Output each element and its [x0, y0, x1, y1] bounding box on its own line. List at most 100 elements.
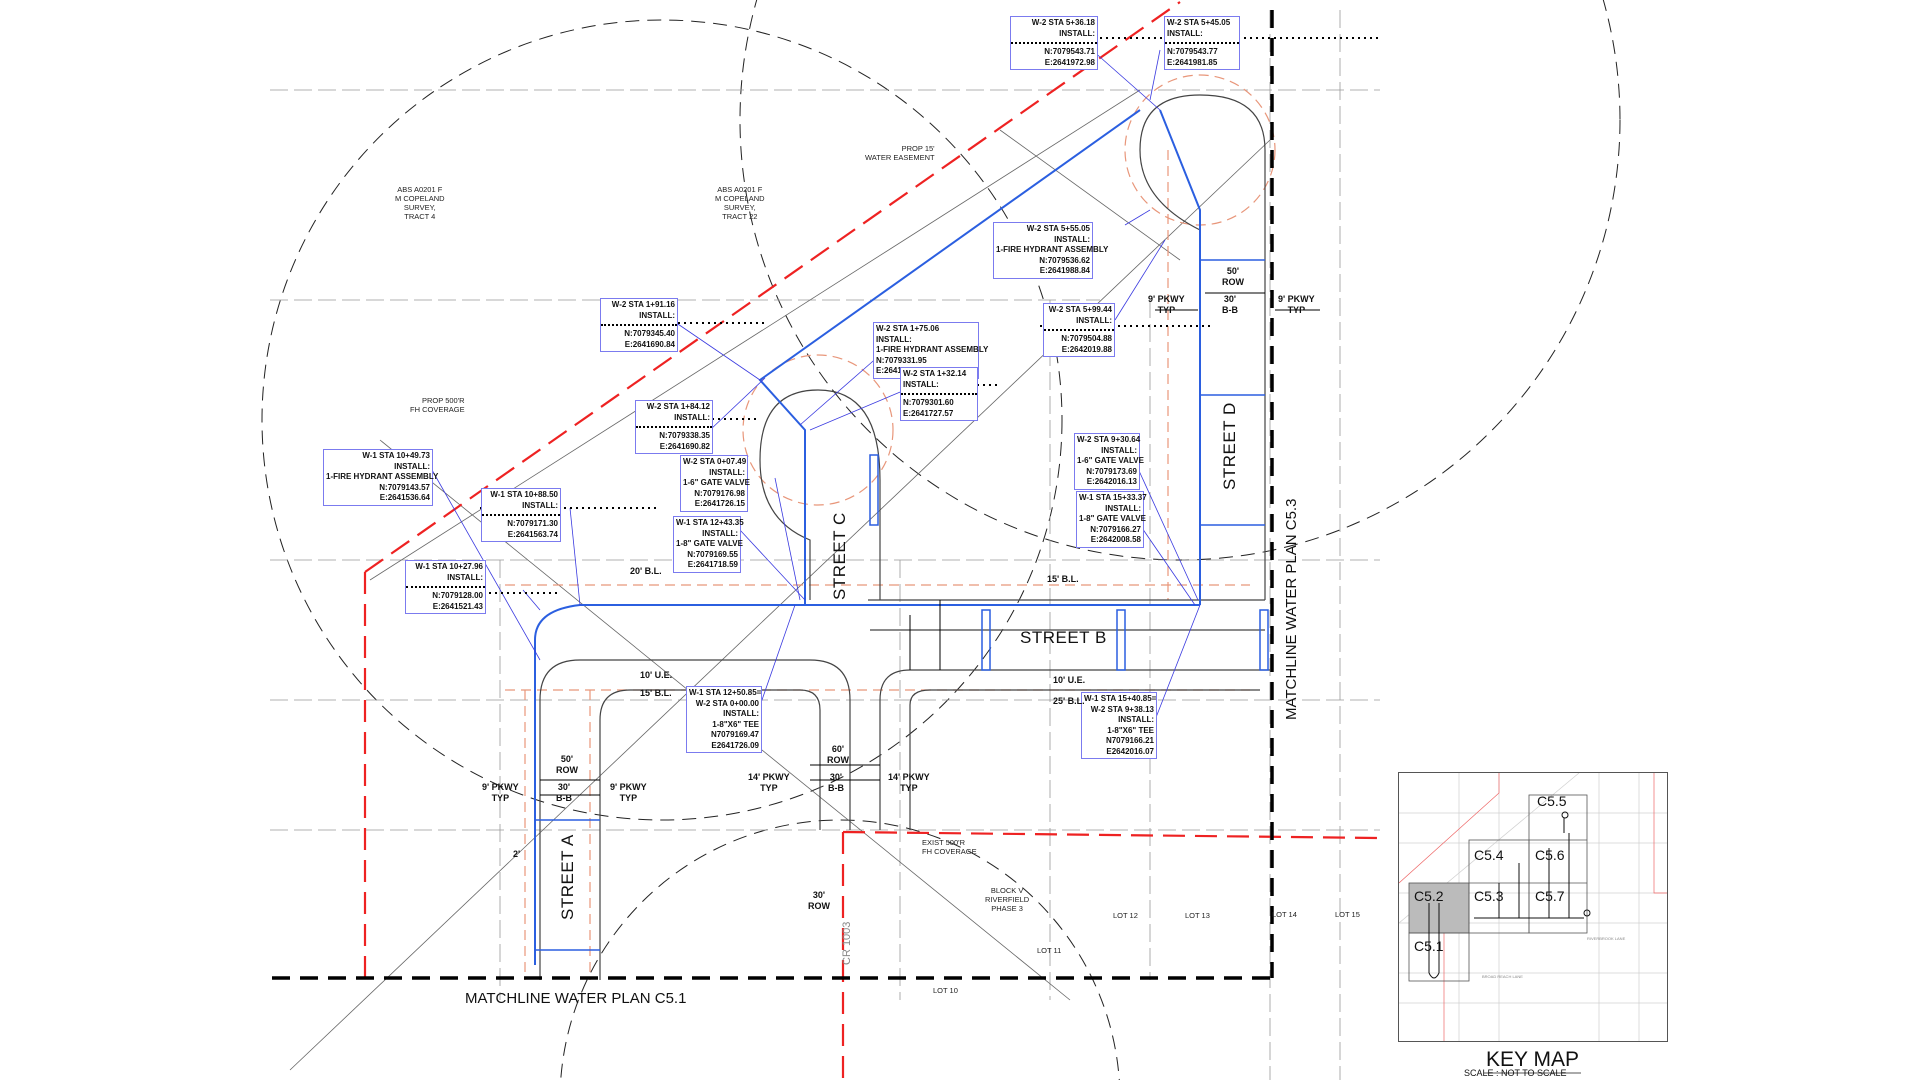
callout-w2-536: W-2 STA 5+36.18 INSTALL: N:7079543.71 E:…: [1010, 16, 1098, 70]
callout-station: W-2 STA 5+36.18: [1031, 18, 1095, 27]
callout-install: INSTALL:: [1054, 234, 1090, 244]
callout-station: W-2 STA 9+30.64: [1077, 435, 1141, 444]
callout-easting: E:2641972.98: [1044, 57, 1095, 67]
callout-northing: N:7079128.00: [432, 591, 483, 600]
lot-15-label: LOT 15: [1335, 910, 1360, 919]
dim-line: 9' PKWY: [482, 782, 519, 792]
callout-item: 1-6" GATE VALVE: [683, 478, 750, 487]
abs-line: ABS A0201 F: [397, 185, 443, 194]
callout-station: W-2 STA 1+91.16: [611, 300, 675, 309]
street-a-label: STREET A: [558, 834, 577, 920]
label-line: BLOCK V: [990, 886, 1024, 895]
dim-line: 30': [1223, 294, 1237, 304]
key-map-sheet-c5-4: C5.4: [1474, 847, 1504, 863]
dim-line: 30': [812, 890, 826, 900]
callout-w2-930: W-2 STA 9+30.64 INSTALL: 1-6" GATE VALVE…: [1074, 433, 1144, 490]
pkwy-9-left-a: 9' PKWY TYP: [482, 782, 519, 804]
callout-w1-1049: W-1 STA 10+49.73 INSTALL: 1-FIRE HYDRANT…: [323, 449, 438, 506]
callout-w2-132: W-2 STA 1+32.14 INSTALL: N:7079301.60 E:…: [900, 367, 978, 421]
dim-line: ROW: [556, 765, 578, 775]
callout-install: INSTALL:: [1105, 503, 1141, 513]
label-line: RIVERFIELD: [985, 895, 1030, 904]
dim-line: 9' PKWY: [1278, 294, 1315, 304]
row-30-cr1003: 30' ROW: [808, 890, 830, 912]
label-line: FH COVERAGE: [922, 847, 977, 856]
abs-line: ABS A0201 F: [717, 185, 763, 194]
key-map-sheet-c5-5: C5.5: [1537, 793, 1567, 809]
callout-easting: E:2641988.84: [1039, 266, 1090, 275]
dim-line: 60': [831, 744, 845, 754]
callout-item: 1-8"X6" TEE: [712, 719, 759, 729]
key-map-title: KEY MAP: [1484, 1048, 1581, 1074]
callout-w2-599: W-2 STA 5+99.44 INSTALL: N:7079504.88 E:…: [1043, 303, 1115, 357]
matchline-bottom: MATCHLINE WATER PLAN C5.1: [465, 990, 687, 1007]
callout-easting: E2642016.07: [1106, 746, 1154, 756]
callout-easting: E:2641521.43: [432, 601, 483, 611]
callout-item: 1-8" GATE VALVE: [1079, 514, 1146, 523]
pkwy-14-left: 14' PKWY TYP: [748, 772, 790, 794]
abs-line: SURVEY,: [723, 203, 756, 212]
callout-station: W-2 STA 5+99.44: [1048, 305, 1112, 314]
callout-easting: E:2641690.84: [624, 339, 675, 349]
pkwy-9-right-d: 9' PKWY TYP: [1278, 294, 1315, 316]
dim-line: TYP: [1287, 305, 1306, 315]
callout-item: 1-8" GATE VALVE: [676, 539, 743, 548]
callout-install: INSTALL:: [522, 500, 558, 510]
callout-station: W-1 STA 12+43.35: [676, 518, 744, 527]
callout-w2-184: W-2 STA 1+84.12 INSTALL: N:7079338.35 E:…: [635, 400, 713, 454]
abs-left-label: ABS A0201 F M COPELAND SURVEY, TRACT 4: [395, 185, 445, 221]
callout-install: INSTALL:: [447, 572, 483, 582]
key-map-riverbrook-lane: RIVERBROOK LANE: [1587, 936, 1626, 941]
callout-item: 1-8"X6" TEE: [1107, 725, 1154, 735]
street-d-label: STREET D: [1220, 402, 1239, 490]
lot-10-label: LOT 10: [933, 986, 958, 995]
street-b-label: STREET B: [1020, 628, 1107, 647]
label-line: PHASE 3: [991, 904, 1023, 913]
label-line: EXIST 500'R: [922, 838, 965, 847]
callout-install: INSTALL:: [1059, 28, 1095, 38]
bl-15-label: 15' B.L.: [1047, 574, 1079, 584]
bb-30-street-d: 30' B-B: [1222, 294, 1238, 316]
callout-w2-555: W-2 STA 5+55.05 INSTALL: 1-FIRE HYDRANT …: [993, 222, 1109, 279]
key-map-sheet-c5-7: C5.7: [1535, 888, 1565, 904]
dim-line: ROW: [827, 755, 849, 765]
callout-station: W-2 STA 5+55.05: [1026, 224, 1090, 233]
abs-line: TRACT 4: [404, 212, 436, 221]
dim-line: 14' PKWY: [888, 772, 930, 782]
dim-line: 9' PKWY: [610, 782, 647, 792]
callout-northing: N:7079166.27: [1090, 524, 1141, 534]
prop-fh-coverage-label: PROP 500'R FH COVERAGE: [410, 396, 465, 414]
abs-line: M COPELAND: [715, 194, 765, 203]
callout-install: INSTALL:: [876, 334, 912, 344]
callout-station: W-2 STA 1+32.14: [903, 369, 967, 378]
label-line: PROP 500'R: [422, 396, 465, 405]
callout-northing: N:7079504.88: [1061, 334, 1112, 343]
callout-item: 1-FIRE HYDRANT ASSEMBLY: [996, 245, 1109, 254]
pkwy-14-right: 14' PKWY TYP: [888, 772, 930, 794]
street-c-label: STREET C: [830, 512, 849, 600]
ue-10-a-label: 10' U.E.: [640, 670, 673, 680]
callout-northing: N:7079331.95: [876, 355, 927, 365]
row-60-street-c: 60' ROW: [827, 744, 849, 766]
callout-northing: N:7079173.69: [1086, 466, 1137, 476]
callout-station-2: W-2 STA 9+38.13: [1090, 704, 1154, 714]
dim-line: B-B: [828, 783, 844, 793]
callout-install: INSTALL:: [394, 461, 430, 471]
callout-install: INSTALL:: [709, 467, 745, 477]
callout-station: W-1 STA 10+49.73: [362, 451, 430, 460]
callout-station: W-1 STA 10+88.50: [490, 490, 558, 499]
callout-station: W-1 STA 10+27.96: [415, 562, 483, 571]
callout-w1-1533: W-1 STA 15+33.37 INSTALL: 1-8" GATE VALV…: [1076, 491, 1147, 548]
row-50-street-d: 50' ROW: [1222, 266, 1244, 288]
lot-11-label: LOT 11: [1037, 946, 1062, 955]
callout-station: W-1 STA 12+50.85=: [689, 688, 762, 697]
callout-northing: N:7079543.77: [1167, 47, 1218, 56]
callout-install: INSTALL:: [903, 379, 939, 389]
lot-13-label: LOT 13: [1185, 911, 1210, 920]
callout-item: 1-FIRE HYDRANT ASSEMBLY: [876, 345, 989, 354]
callout-station: W-2 STA 1+75.06: [876, 324, 940, 333]
callout-northing: N:7079345.40: [624, 329, 675, 338]
row-50-street-a: 50' ROW: [556, 754, 578, 776]
callout-install: INSTALL:: [702, 528, 738, 538]
